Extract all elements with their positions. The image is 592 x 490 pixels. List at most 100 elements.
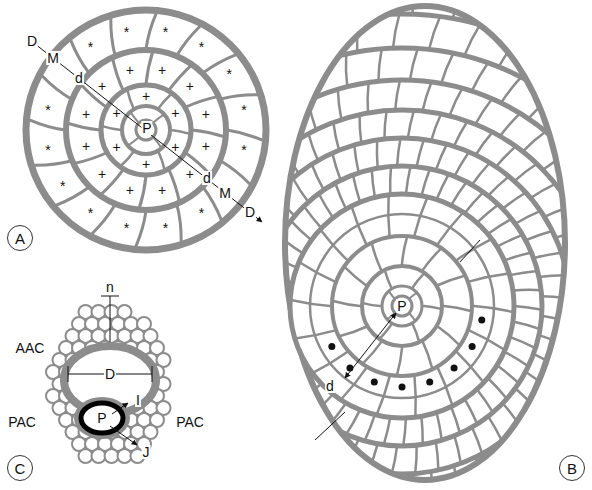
chamberlet-wall (264, 329, 292, 331)
chamber-symbol: + (125, 63, 135, 77)
chamber-symbol: + (185, 79, 195, 93)
measure-label: D (244, 205, 256, 219)
chamberlet-wall (431, 114, 441, 141)
chamberlet-wall (332, 153, 340, 180)
whorl-wall (382, 286, 422, 326)
measure-label: d (74, 71, 84, 85)
chamberlet-wall (378, 49, 381, 81)
chamberlet-wall (279, 79, 289, 110)
septum (71, 40, 89, 72)
septum (129, 138, 139, 145)
chamberlet-wall (328, 0, 331, 23)
chamber-symbol: * (87, 40, 94, 54)
chamberlet-wall (150, 443, 183, 454)
chamberlet-wall (421, 169, 429, 196)
chamberlet-wall (504, 252, 531, 260)
chamberlet-wall (417, 139, 424, 166)
septum (186, 97, 218, 107)
chamberlet-wall (183, 360, 213, 363)
septum (121, 152, 134, 166)
chamberlet-wall (353, 175, 360, 202)
chamberlet-wall (575, 205, 592, 214)
chamberlet-wall (504, 352, 528, 367)
chamberlet-wall (575, 145, 592, 160)
septum (221, 161, 250, 184)
chamberlet-wall (209, 341, 237, 342)
chamberlet-wall (555, 231, 583, 238)
chamberlet-wall (186, 238, 213, 252)
stolon-dot (469, 343, 476, 350)
septum (423, 250, 440, 270)
septum (127, 90, 133, 108)
annular-wall (206, 110, 592, 490)
chamberlet-wall (350, 469, 362, 490)
chamberlet-wall (207, 410, 236, 421)
chamberlet-wall (568, 329, 592, 338)
chamberlet-wall (234, 302, 262, 306)
chamberlet-wall (246, 452, 270, 470)
chamberlet-wall (335, 183, 346, 209)
septum (364, 303, 380, 306)
chamberlet-wall (563, 352, 588, 365)
chamberlet-wall (233, 156, 252, 180)
chamber-symbol: * (198, 40, 205, 54)
chamberlet-wall (372, 169, 375, 197)
measure-line (112, 403, 128, 414)
septum (423, 342, 432, 367)
measure-line (460, 240, 480, 262)
test-c (46, 296, 171, 463)
chamberlet-wall (239, 345, 267, 348)
chamberlet-wall (86, 181, 128, 206)
chamber-symbol: + (201, 107, 211, 121)
chamberlet-wall (393, 14, 399, 48)
septum (402, 238, 407, 264)
chamber-symbol: + (125, 183, 135, 197)
chamber-symbol: + (111, 140, 121, 154)
chamber-symbol: + (185, 167, 195, 181)
chamberlet-wall (570, 306, 592, 311)
chamber-symbol: * (240, 103, 247, 117)
test-b (62, 0, 592, 490)
chamberlet-wall (262, 312, 290, 314)
outer-wall (285, 6, 565, 480)
chamberlet-wall (235, 324, 263, 327)
septum (67, 123, 100, 130)
chamberlet-wall (497, 365, 519, 383)
chamberlet-wall (179, 269, 208, 279)
chamberlet-wall (114, 258, 147, 270)
chamberlet-wall (515, 211, 540, 224)
chamber-symbol: + (81, 139, 91, 153)
septum (413, 274, 423, 286)
chamberlet-wall (262, 213, 283, 232)
chamberlet-wall (255, 134, 271, 160)
septum (385, 272, 391, 287)
septum (341, 327, 366, 336)
chamberlet-wall (575, 398, 592, 417)
chamberlet-wall (526, 231, 553, 240)
chamberlet-wall (221, 122, 239, 149)
chamberlet-wall (472, 427, 482, 453)
lateral-chamberlet (92, 449, 106, 463)
chamberlet-wall (173, 472, 204, 488)
chamberlet-wall (454, 436, 460, 464)
chamberlet-wall (211, 260, 237, 271)
chamberlet-wall (513, 322, 540, 330)
stolon-dot (328, 343, 335, 350)
septum (410, 293, 416, 298)
chamberlet-wall (214, 181, 236, 202)
chamberlet-wall (410, 48, 418, 80)
measure-label: d (325, 379, 335, 393)
chamber-symbol: + (141, 89, 151, 103)
chamberlet-wall (531, 414, 549, 436)
chamber-symbol: * (225, 67, 232, 81)
measure-label: PAC (175, 415, 205, 429)
chamberlet-wall (122, 478, 166, 490)
chamberlet-wall (392, 446, 397, 474)
septum (364, 342, 381, 362)
chamberlet-wall (496, 146, 516, 166)
chamberlet-wall (510, 271, 538, 275)
chamberlet-wall (588, 109, 592, 127)
chamberlet-wall (415, 445, 416, 473)
